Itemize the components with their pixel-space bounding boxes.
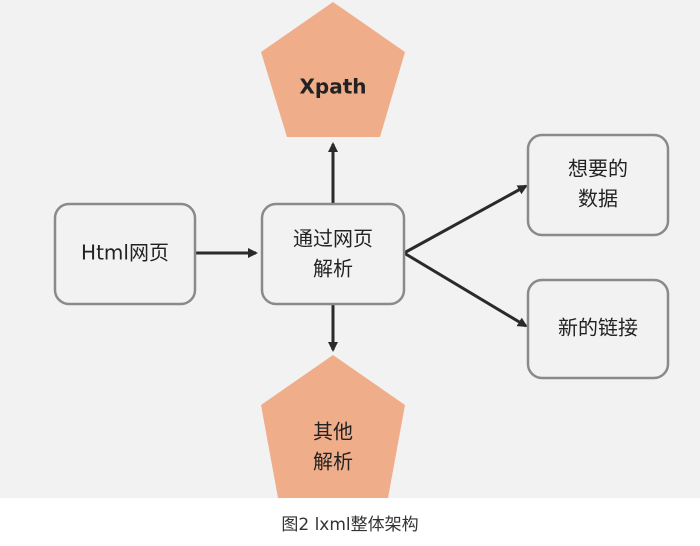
node-wanted-data-label-line2: 数据 [578,187,618,211]
edge-parse-to-wanted-data [403,184,528,255]
node-html-page: Html网页 [53,202,197,306]
edge-parse-to-new-links [403,251,528,328]
node-xpath: Xpath [261,2,405,137]
node-other-label-line1: 其他 [313,420,353,444]
node-other-parse: 其他 解析 [261,355,405,498]
node-html-page-label: Html网页 [81,241,169,265]
figure-caption: 图2 lxml整体架构 [281,515,419,535]
node-other-label-line2: 解析 [313,450,353,474]
architecture-diagram: Html网页 通过网页 解析 Xpath 其他 解析 想要的 数据 新的链 [53,2,670,498]
node-parse: 通过网页 解析 [260,202,406,306]
node-wanted-data-label-line1: 想要的 [568,157,628,181]
node-parse-label-line2: 解析 [313,257,353,281]
node-wanted-data: 想要的 数据 [526,133,670,237]
node-new-links-label: 新的链接 [558,316,638,340]
node-new-links: 新的链接 [526,278,670,380]
diagram-canvas: Html网页 通过网页 解析 Xpath 其他 解析 想要的 数据 新的链 [0,0,700,498]
node-xpath-label: Xpath [299,75,366,99]
node-parse-label-line1: 通过网页 [293,227,373,251]
